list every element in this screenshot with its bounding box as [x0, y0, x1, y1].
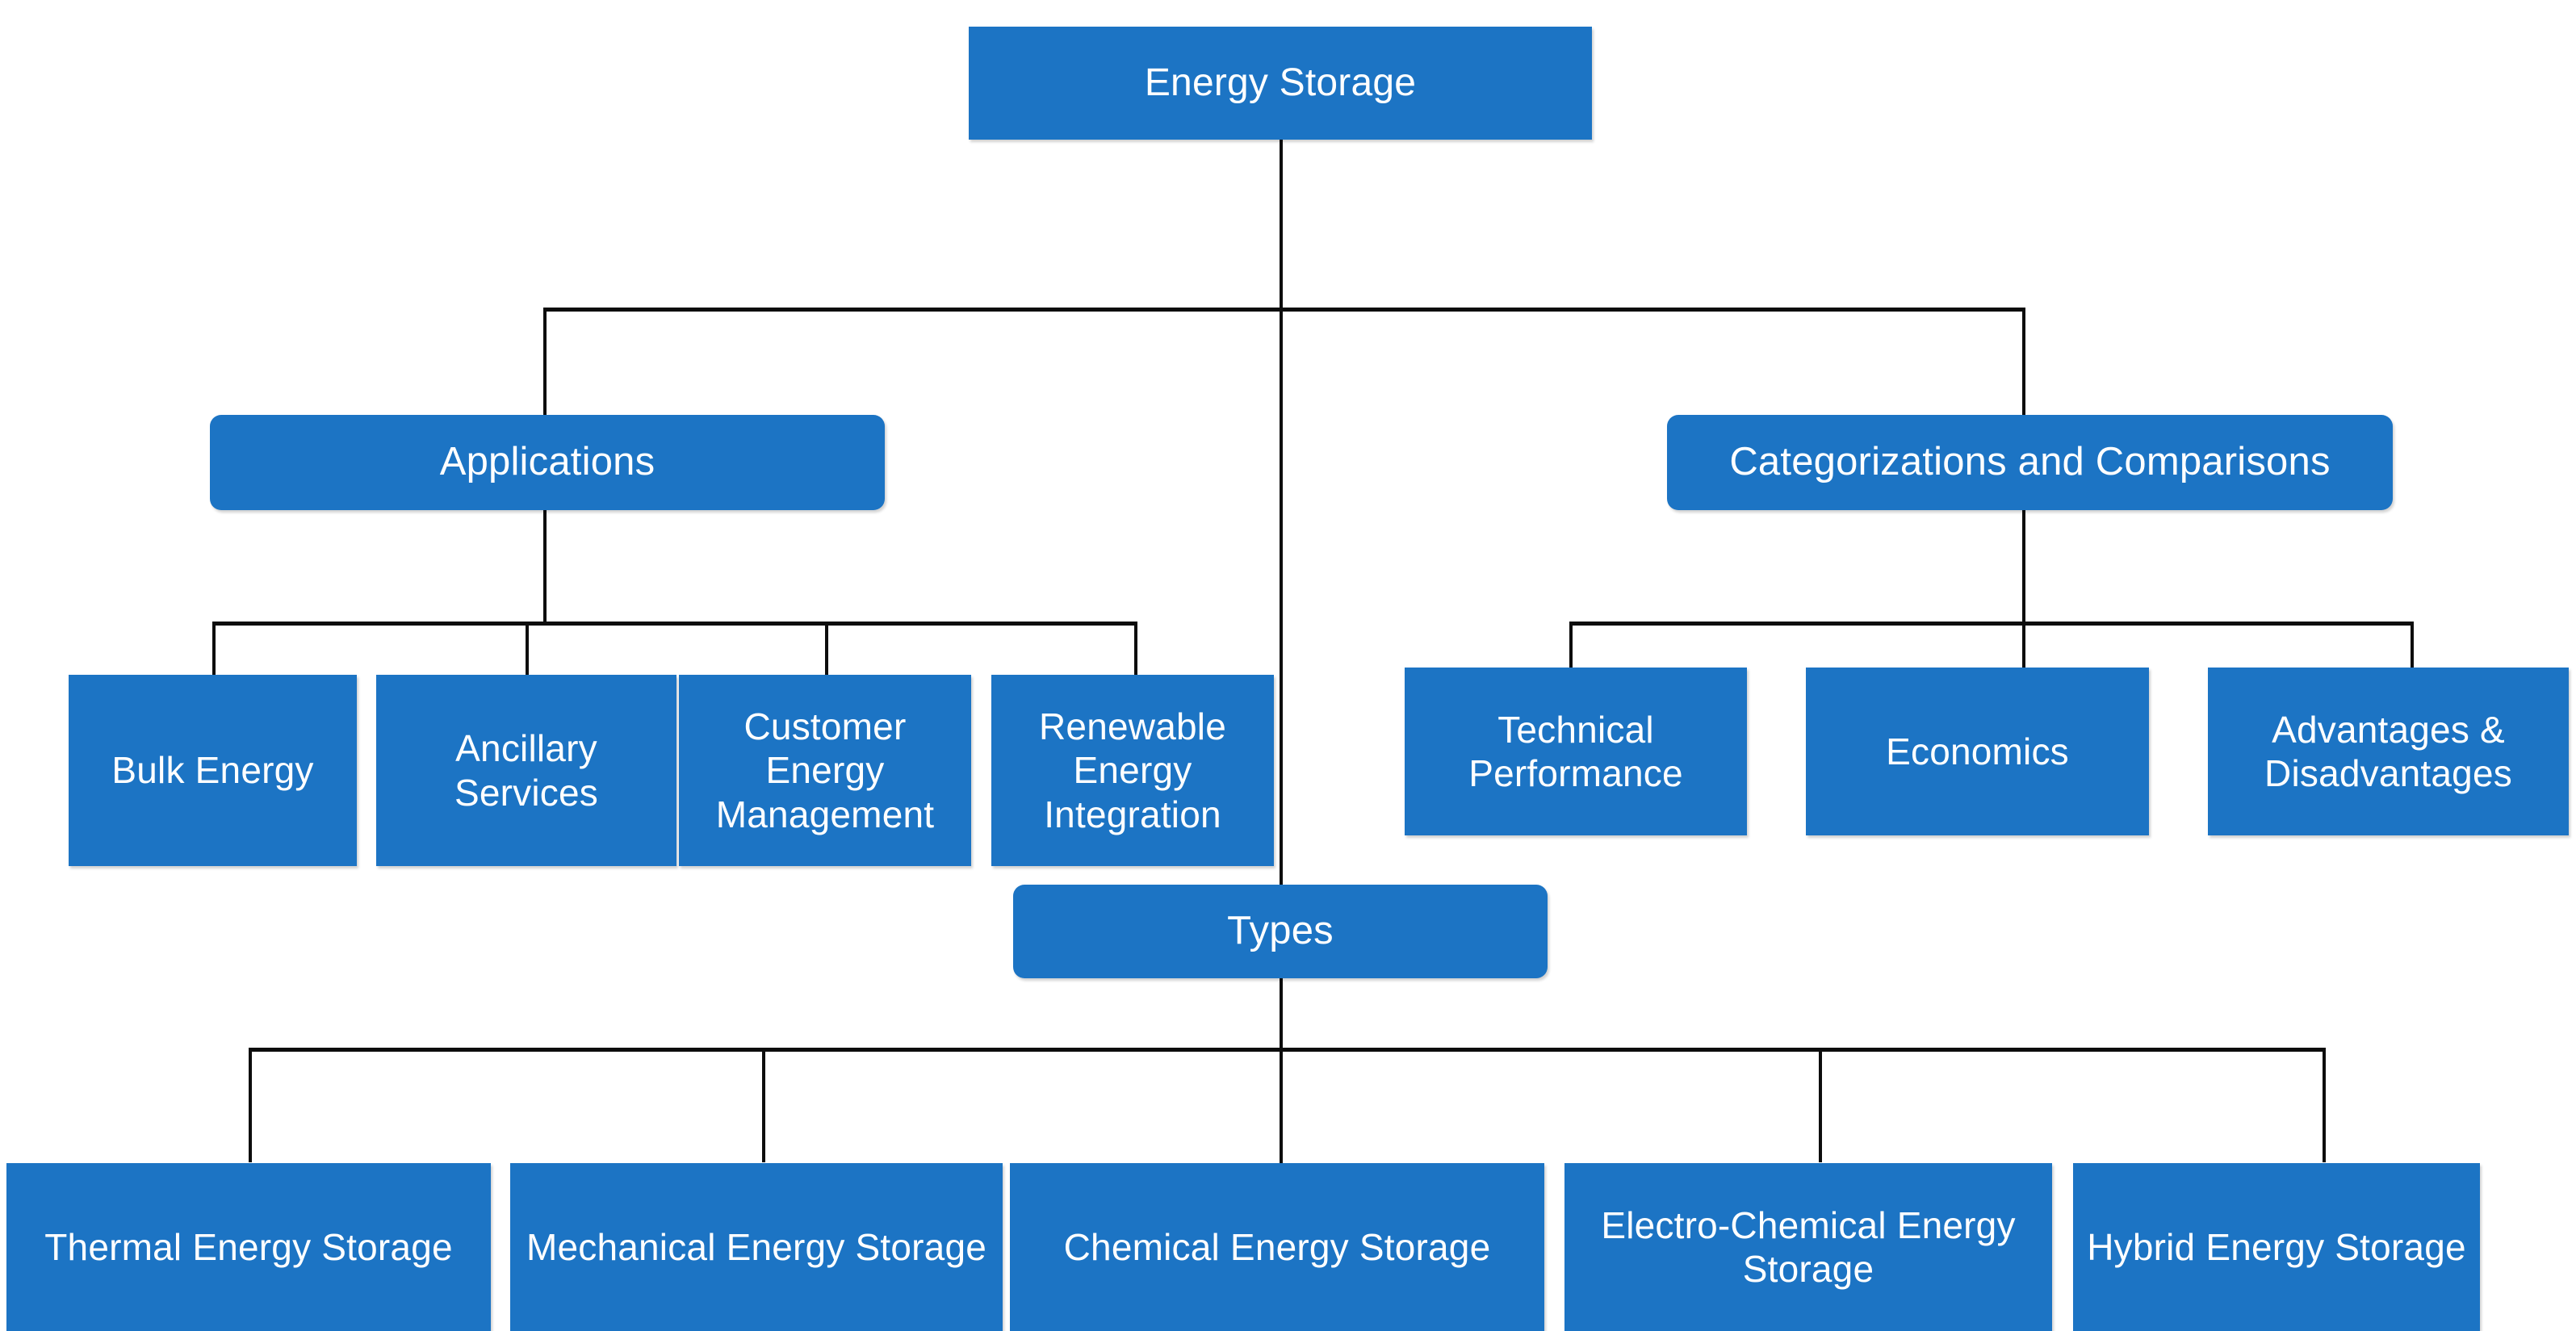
- node-thermal-energy-storage[interactable]: Thermal Energy Storage: [6, 1163, 491, 1331]
- node-mechanical-energy-storage[interactable]: Mechanical Energy Storage: [510, 1163, 1003, 1331]
- node-energy-storage[interactable]: Energy Storage: [969, 27, 1592, 140]
- connector-type-child5-drop: [2323, 1048, 2326, 1162]
- node-advantages-and-disadvantages[interactable]: Advantages & Disadvantages: [2208, 668, 2569, 835]
- node-economics[interactable]: Economics: [1806, 668, 2149, 835]
- node-customer-energy-management[interactable]: Customer Energy Management: [679, 675, 971, 866]
- connector-level1-left-drop: [543, 308, 547, 416]
- connector-app-child4-drop: [1134, 622, 1137, 676]
- node-label: Customer Energy Management: [715, 705, 935, 835]
- node-label: Advantages & Disadvantages: [2264, 708, 2512, 794]
- node-label: Electro-Chemical Energy Storage: [1601, 1203, 2016, 1290]
- connector-cat-child2-drop: [2022, 622, 2025, 668]
- node-label: Mechanical Energy Storage: [526, 1225, 987, 1268]
- node-label: Technical Performance: [1468, 708, 1683, 794]
- node-label: Bulk Energy: [111, 749, 314, 792]
- node-label: Renewable Energy Integration: [1039, 705, 1226, 835]
- node-label: Chemical Energy Storage: [1063, 1225, 1491, 1268]
- node-technical-performance[interactable]: Technical Performance: [1405, 668, 1747, 835]
- node-applications[interactable]: Applications: [210, 415, 885, 510]
- connector-categorizations-stem: [2022, 509, 2025, 624]
- node-types[interactable]: Types: [1013, 885, 1548, 978]
- connector-cat-child3-drop: [2411, 622, 2414, 668]
- connector-type-child1-drop: [249, 1048, 252, 1162]
- connector-cat-child1-drop: [1569, 622, 1573, 668]
- connector-type-child2-drop: [762, 1048, 765, 1162]
- connector-type-child4-drop: [1819, 1048, 1822, 1162]
- connector-level1-horizontal: [543, 308, 2025, 312]
- node-renewable-energy-integration[interactable]: Renewable Energy Integration: [991, 675, 1274, 866]
- connector-categorizations-horizontal: [1569, 622, 2414, 626]
- node-bulk-energy[interactable]: Bulk Energy: [69, 675, 357, 866]
- connector-applications-horizontal: [212, 622, 1137, 626]
- node-label: Energy Storage: [1144, 61, 1417, 104]
- node-label: Categorizations and Comparisons: [1729, 440, 2331, 484]
- node-hybrid-energy-storage[interactable]: Hybrid Energy Storage: [2073, 1163, 2480, 1331]
- connector-app-child2-drop: [526, 622, 529, 676]
- node-label: Applications: [439, 440, 656, 484]
- node-chemical-energy-storage[interactable]: Chemical Energy Storage: [1010, 1163, 1544, 1331]
- connector-trunk-vertical: [1280, 139, 1283, 1184]
- connector-app-child1-drop: [212, 622, 216, 676]
- node-label: Ancillary Services: [454, 727, 598, 814]
- node-label: Hybrid Energy Storage: [2087, 1225, 2466, 1268]
- node-label: Types: [1227, 909, 1334, 953]
- node-categorizations-and-comparisons[interactable]: Categorizations and Comparisons: [1667, 415, 2393, 510]
- node-ancillary-services[interactable]: Ancillary Services: [376, 675, 676, 866]
- connector-app-child3-drop: [825, 622, 828, 676]
- node-label: Economics: [1886, 730, 2069, 772]
- connector-types-horizontal: [249, 1048, 2326, 1052]
- connector-applications-stem: [543, 509, 547, 624]
- node-label: Thermal Energy Storage: [44, 1225, 453, 1268]
- node-electro-chemical-energy-storage[interactable]: Electro-Chemical Energy Storage: [1564, 1163, 2052, 1331]
- connector-level1-right-drop: [2022, 308, 2025, 416]
- connector-type-child3-drop: [1280, 1048, 1283, 1162]
